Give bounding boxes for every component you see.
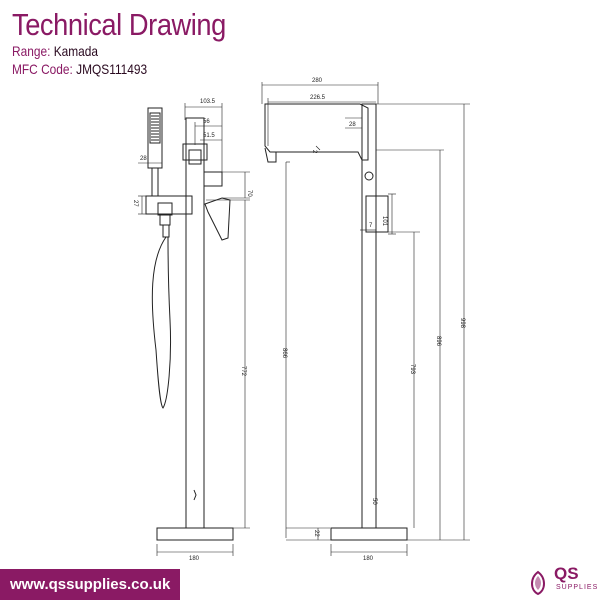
- dim-28-front: 28: [349, 122, 356, 128]
- dim-772: 772: [240, 366, 246, 377]
- website-url[interactable]: www.qssupplies.co.uk: [10, 576, 171, 593]
- handshower-nozzle-face: [149, 112, 161, 144]
- dim-280: 280: [312, 78, 323, 84]
- website-banner[interactable]: www.qssupplies.co.uk: [0, 569, 180, 600]
- dim-22: 22: [313, 530, 319, 537]
- dim-866: 866: [281, 348, 287, 359]
- front-lever: [365, 195, 389, 233]
- spout-collar: [182, 143, 208, 161]
- dim-226-5: 226.5: [310, 95, 326, 101]
- handshower-head: [147, 107, 163, 169]
- dim-27: 27: [132, 200, 138, 207]
- dim-50: 50: [371, 498, 377, 505]
- diverter-knob: [364, 171, 374, 181]
- side-view: 103.5 56 51.5 28 70 27 772 180: [132, 99, 252, 562]
- dim-998: 998: [459, 318, 465, 329]
- logo-subtitle: SUPPLIES: [556, 584, 599, 591]
- lever-handle: [204, 197, 231, 241]
- page-title: Technical Drawing: [12, 7, 226, 42]
- dim-56: 56: [203, 119, 210, 125]
- front-view: 280 226.5 28 2 101 7 866 793 896 998 50 …: [261, 78, 470, 562]
- dim-7: 7: [369, 223, 373, 229]
- dim-103-5: 103.5: [200, 99, 216, 105]
- side-mixer-body: [203, 171, 223, 187]
- mfc-code-label: MFC Code:: [12, 61, 73, 77]
- range-value: Kamada: [53, 43, 99, 59]
- range-label: Range:: [12, 43, 51, 59]
- dim-180-side: 180: [189, 556, 200, 562]
- handshower-holder: [145, 195, 193, 215]
- dim-51-5: 51.5: [203, 133, 215, 139]
- logo-brand: QS: [554, 564, 579, 583]
- dim-896: 896: [435, 336, 441, 347]
- dim-28-side: 28: [140, 156, 147, 162]
- dim-793: 793: [409, 364, 415, 375]
- dim-2: 2: [311, 150, 317, 154]
- front-base-plate: [330, 527, 408, 541]
- mfc-code-line: MFC Code: JMQS111493: [12, 61, 147, 77]
- side-base-plate: [156, 527, 234, 541]
- side-column: [185, 117, 205, 529]
- shower-hose: [151, 236, 172, 409]
- qs-logo-icon: [531, 570, 545, 596]
- mfc-code-value: JMQS111493: [76, 61, 148, 77]
- handshower-handle: [151, 168, 159, 197]
- range-line: Range: Kamada: [12, 43, 98, 59]
- front-column: [361, 103, 377, 529]
- dim-180-front: 180: [363, 556, 374, 562]
- dim-70: 70: [246, 190, 252, 197]
- dim-101: 101: [381, 216, 387, 227]
